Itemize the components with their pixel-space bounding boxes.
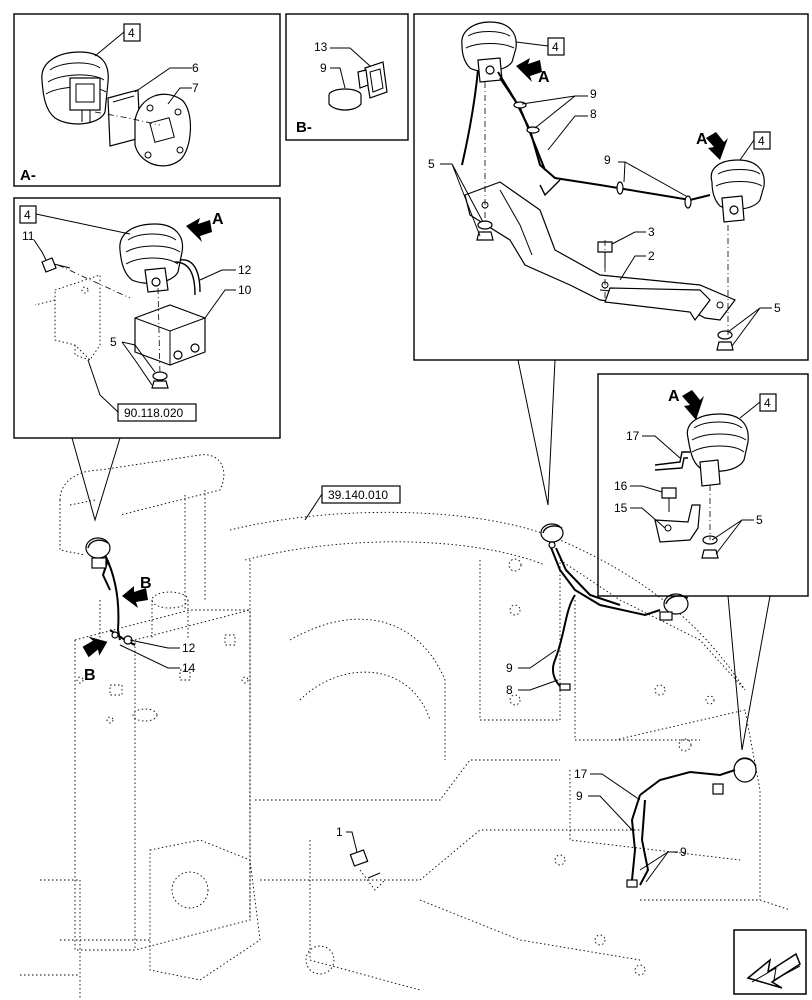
left-inset-ref-box: 90.118.020 <box>124 406 183 420</box>
main-callout-9-lower: 9 <box>680 845 687 859</box>
panel-a-callout-6: 6 <box>192 61 199 75</box>
main-callout-9-right: 9 <box>576 789 583 803</box>
left-inset-arrow-a: A <box>212 211 224 228</box>
part-1-relay <box>349 849 386 891</box>
panel-a-box-ref: 4 <box>128 26 135 40</box>
mid-right-inset-pointer <box>727 595 771 751</box>
top-right-inset-detail: A A 4 4 9 8 5 9 3 2 5 <box>413 13 809 361</box>
left-work-light-assembly <box>85 537 136 646</box>
mid-right-inset-callout-16: 16 <box>614 479 628 493</box>
main-callout-9: 9 <box>506 661 513 675</box>
top-right-inset-arrow-a2: A <box>696 131 708 148</box>
main-callouts: 39.140.010 B B 12 14 9 8 1 17 9 9 <box>82 485 687 883</box>
top-right-inset-callout-8: 8 <box>590 107 597 121</box>
mid-right-inset-detail: A 4 17 16 15 5 <box>597 373 809 597</box>
left-inset-callout-10: 10 <box>238 283 252 297</box>
panel-a-label: A- <box>20 167 36 184</box>
top-right-inset-callout-5b: 5 <box>774 301 781 315</box>
main-callout-17: 17 <box>574 767 588 781</box>
top-right-inset-pointer <box>517 359 556 506</box>
mid-right-inset-box-ref: 4 <box>764 396 771 410</box>
left-inset-callout-11: 11 <box>22 229 35 243</box>
rear-work-light-harness <box>626 757 757 888</box>
main-callout-12: 12 <box>182 641 196 655</box>
direction-arrow-icon <box>733 929 807 995</box>
mid-right-inset-callout-17: 17 <box>626 429 640 443</box>
panel-b-detail: 13 9 B- <box>285 13 409 141</box>
left-inset-pointer <box>71 437 121 522</box>
left-inset-callout-12: 12 <box>238 263 252 277</box>
panel-b-callout-13: 13 <box>314 40 328 54</box>
panel-a-callout-7: 7 <box>192 81 199 95</box>
main-arrow-b-lower: B <box>84 667 96 684</box>
top-right-inset-callout-5a: 5 <box>428 157 435 171</box>
left-inset-callout-5: 5 <box>110 335 117 349</box>
main-arrow-b-upper: B <box>140 575 152 592</box>
mid-right-inset-callout-5: 5 <box>756 513 763 527</box>
top-right-inset-callout-9b: 9 <box>604 153 611 167</box>
top-right-inset-box-ref-1: 4 <box>552 40 559 54</box>
front-work-light-harness <box>540 523 689 691</box>
mid-right-inset-callout-15: 15 <box>614 501 628 515</box>
top-right-inset-box-ref-2: 4 <box>758 134 765 148</box>
top-right-inset-callout-9a: 9 <box>590 87 597 101</box>
panel-b-callout-9: 9 <box>320 61 327 75</box>
panel-a-detail: 4 6 7 A- <box>13 13 281 187</box>
mid-right-inset-arrow-a: A <box>668 388 680 405</box>
left-inset-detail: A 4 11 12 10 5 90.118.020 <box>13 197 281 439</box>
top-right-inset-arrow-a1: A <box>538 69 550 86</box>
main-machine-drawing <box>20 454 791 1000</box>
main-callout-8: 8 <box>506 683 513 697</box>
main-ref-box: 39.140.010 <box>328 488 388 502</box>
top-right-inset-callout-2: 2 <box>648 249 655 263</box>
main-callout-1: 1 <box>336 825 343 839</box>
top-right-inset-callout-3: 3 <box>648 225 655 239</box>
panel-b-label: B- <box>296 119 312 136</box>
main-callout-14: 14 <box>182 661 196 675</box>
left-inset-box-ref: 4 <box>24 208 31 222</box>
